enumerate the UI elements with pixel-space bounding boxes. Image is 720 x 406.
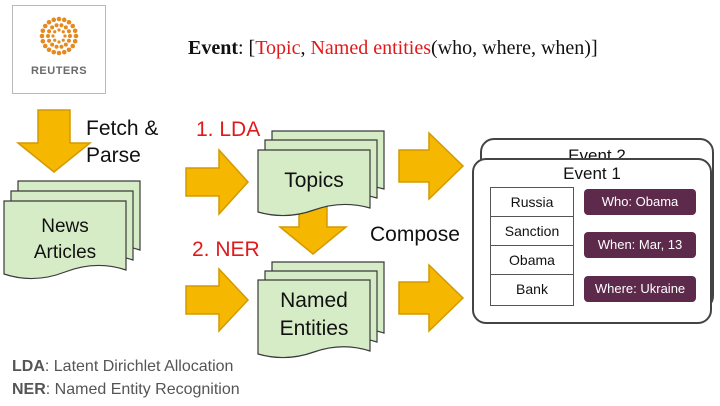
when-attribute: When: Mar, 13: [584, 232, 696, 258]
who-attribute: Who: Obama: [584, 189, 696, 215]
reuters-wordmark: REUTERS: [30, 65, 88, 77]
event-suffix: (who, where, when)]: [431, 37, 598, 59]
legend-ner: NER: Named Entity Recognition: [12, 381, 240, 399]
fetch-parse-line2: Parse: [86, 144, 141, 167]
reuters-logo: REUTERS: [12, 5, 106, 94]
lda-arrow: [185, 148, 250, 216]
event-comma: ,: [300, 37, 311, 59]
named-entities-label: Named Entities: [258, 287, 370, 343]
fetch-parse-label: Fetch & Parse: [86, 115, 158, 169]
reuters-dot-ring-icon: [39, 16, 79, 56]
event-named-entities: Named entities: [310, 37, 432, 59]
where-attribute: Where: Ukraine: [584, 276, 696, 302]
event1-title: Event 1: [563, 164, 621, 183]
legend-ner-text: : Named Entity Recognition: [45, 381, 240, 398]
event-prefix: Event: [188, 37, 238, 59]
news-articles-label: News Articles: [4, 214, 126, 266]
keyword-cell: Bank: [516, 281, 548, 297]
topic-keywords-table: Russia Sanction Obama Bank: [490, 187, 574, 306]
topics-stack: [257, 130, 385, 217]
fetch-arrow: [15, 109, 93, 173]
fetch-parse-line1: Fetch &: [86, 117, 159, 140]
event-definition: Event: [Topic, Named entities(who, where…: [188, 37, 598, 60]
compose-arrow-top: [398, 131, 465, 201]
legend-lda-abbr: LDA: [12, 358, 45, 375]
named-entities-line1: Named: [280, 289, 348, 312]
compose-label: Compose: [370, 223, 460, 246]
topics-to-entities-arrow: [277, 205, 349, 255]
news-articles-line2: Articles: [33, 242, 97, 263]
topics-label: Topics: [284, 169, 344, 192]
compose-arrow-bottom: [398, 263, 465, 333]
event-colon: : [: [238, 37, 256, 59]
named-entities-stack: [257, 261, 385, 359]
named-entities-line2: Entities: [279, 317, 349, 340]
step-ner-label: 2. NER: [192, 238, 260, 261]
keyword-cell: Obama: [491, 246, 573, 275]
event-topic: Topic: [255, 37, 301, 59]
keyword-cell: Russia: [491, 188, 573, 217]
legend-lda-text: : Latent Dirichlet Allocation: [44, 358, 234, 375]
step-lda-label: 1. LDA: [196, 118, 261, 141]
legend-ner-abbr: NER: [12, 381, 46, 398]
ner-arrow: [185, 267, 250, 333]
news-articles-stack: [3, 180, 141, 280]
keyword-cell: Sanction: [491, 217, 573, 246]
legend-lda: LDA: Latent Dirichlet Allocation: [12, 358, 233, 376]
news-articles-line1: News: [41, 216, 89, 237]
